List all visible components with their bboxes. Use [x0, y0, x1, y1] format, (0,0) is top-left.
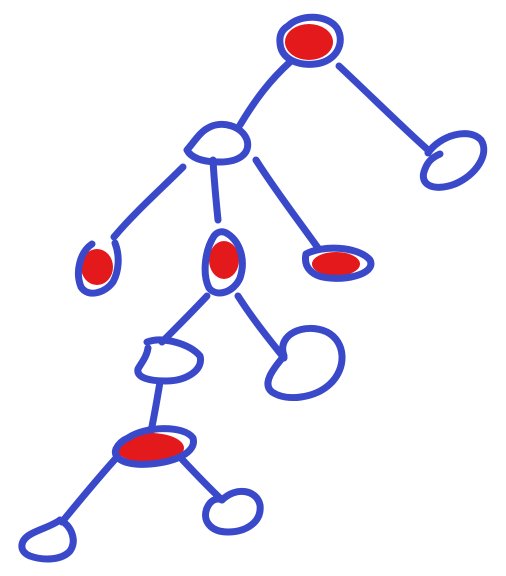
node-a — [183, 121, 252, 166]
node-e — [301, 244, 375, 282]
node-g-outline — [264, 324, 346, 401]
node-j-outline — [202, 487, 264, 536]
edge-d-f — [158, 292, 211, 346]
node-i — [18, 516, 77, 563]
node-e-fill — [312, 252, 360, 276]
edge-a-e — [252, 156, 322, 252]
node-f — [134, 336, 204, 385]
edge-h-j — [174, 451, 226, 504]
node-e-outline — [301, 244, 375, 282]
edge-a-d — [209, 156, 222, 224]
edge-root-b — [335, 62, 432, 154]
node-d-outline — [201, 228, 246, 297]
edge-d-g — [234, 292, 288, 362]
node-i-outline — [18, 516, 77, 563]
node-root — [276, 13, 344, 68]
node-c — [75, 239, 122, 297]
node-h-outline — [111, 425, 197, 468]
node-b — [419, 130, 488, 191]
node-c-outline — [75, 239, 122, 297]
node-d — [201, 228, 246, 297]
node-root-fill — [285, 24, 333, 60]
node-g — [264, 324, 346, 401]
node-a-outline — [183, 121, 252, 166]
tree-nodes — [18, 13, 488, 563]
node-d-fill — [209, 241, 239, 279]
node-j — [202, 487, 264, 536]
node-f-outline — [134, 336, 204, 385]
node-c-fill — [81, 249, 113, 285]
node-b-outline — [419, 130, 488, 191]
edge-root-a — [236, 58, 294, 129]
node-root-outline — [276, 13, 344, 68]
edge-h-i — [58, 452, 122, 526]
node-h-fill — [116, 433, 184, 463]
edge-a-c — [110, 163, 187, 241]
node-h — [111, 425, 197, 468]
